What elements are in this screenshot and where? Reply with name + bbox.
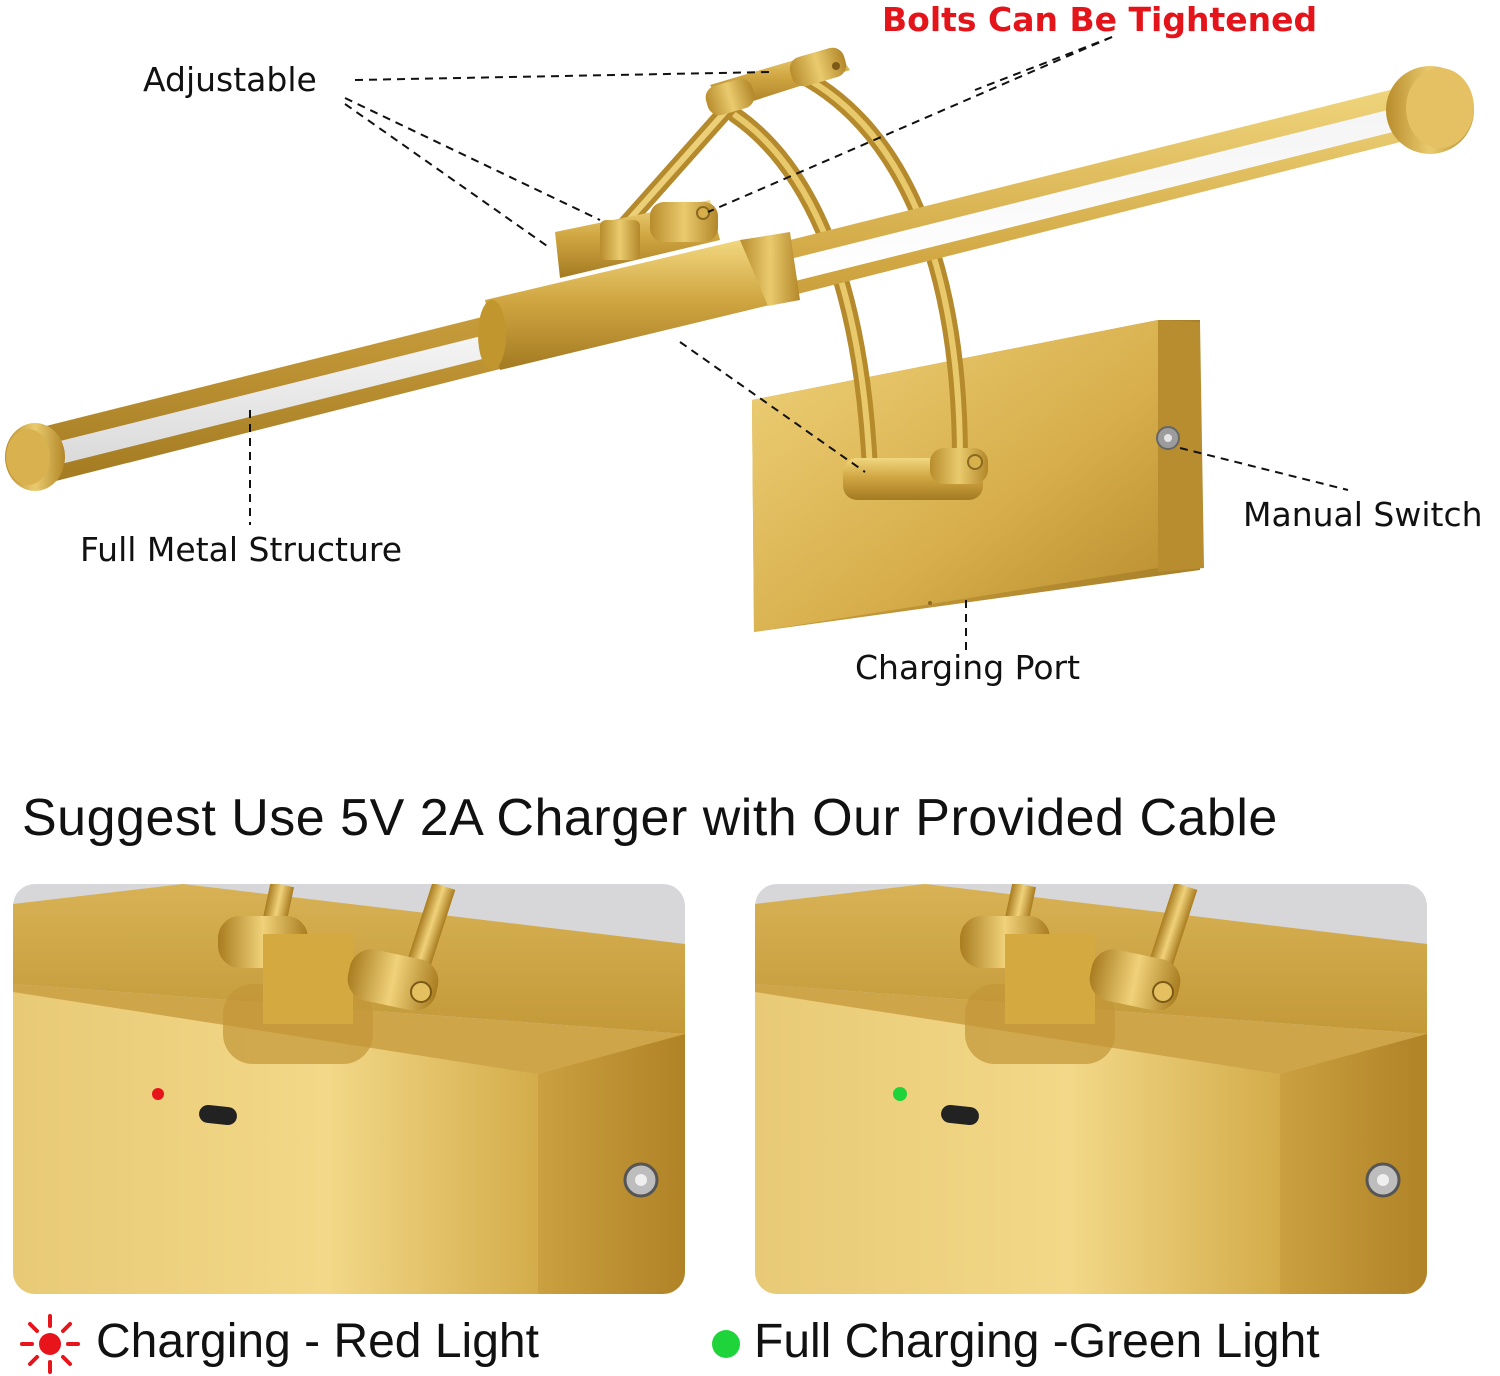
top-hinge bbox=[705, 47, 850, 116]
label-adjustable: Adjustable bbox=[143, 60, 317, 99]
light-bar bbox=[5, 66, 1474, 491]
lamp-illustration bbox=[5, 36, 1474, 650]
usb-c-port bbox=[941, 1104, 979, 1126]
status-charging: Charging - Red Light bbox=[96, 1315, 539, 1368]
headline: Suggest Use 5V 2A Charger with Our Provi… bbox=[22, 789, 1278, 847]
red-indicator-light bbox=[152, 1088, 164, 1100]
panel-charging bbox=[13, 884, 685, 1294]
bar-hinge bbox=[555, 200, 720, 278]
manual-switch-screw bbox=[1156, 426, 1180, 450]
dot-icon bbox=[712, 1330, 740, 1358]
sun-icon bbox=[20, 1314, 80, 1374]
label-bolts: Bolts Can Be Tightened bbox=[882, 0, 1318, 39]
box-hinge bbox=[843, 448, 988, 500]
green-indicator-light bbox=[893, 1087, 907, 1101]
label-manual-switch: Manual Switch bbox=[1243, 495, 1483, 534]
label-charging-port: Charging Port bbox=[855, 648, 1081, 687]
status-full: Full Charging -Green Light bbox=[754, 1315, 1320, 1368]
label-full-metal: Full Metal Structure bbox=[80, 530, 403, 569]
panel-full bbox=[755, 884, 1427, 1294]
charging-port-dot bbox=[928, 601, 932, 605]
closeup-green bbox=[755, 884, 1427, 1294]
closeup-red bbox=[13, 884, 685, 1294]
usb-c-port bbox=[199, 1104, 237, 1126]
leader-lines bbox=[249, 36, 1349, 650]
